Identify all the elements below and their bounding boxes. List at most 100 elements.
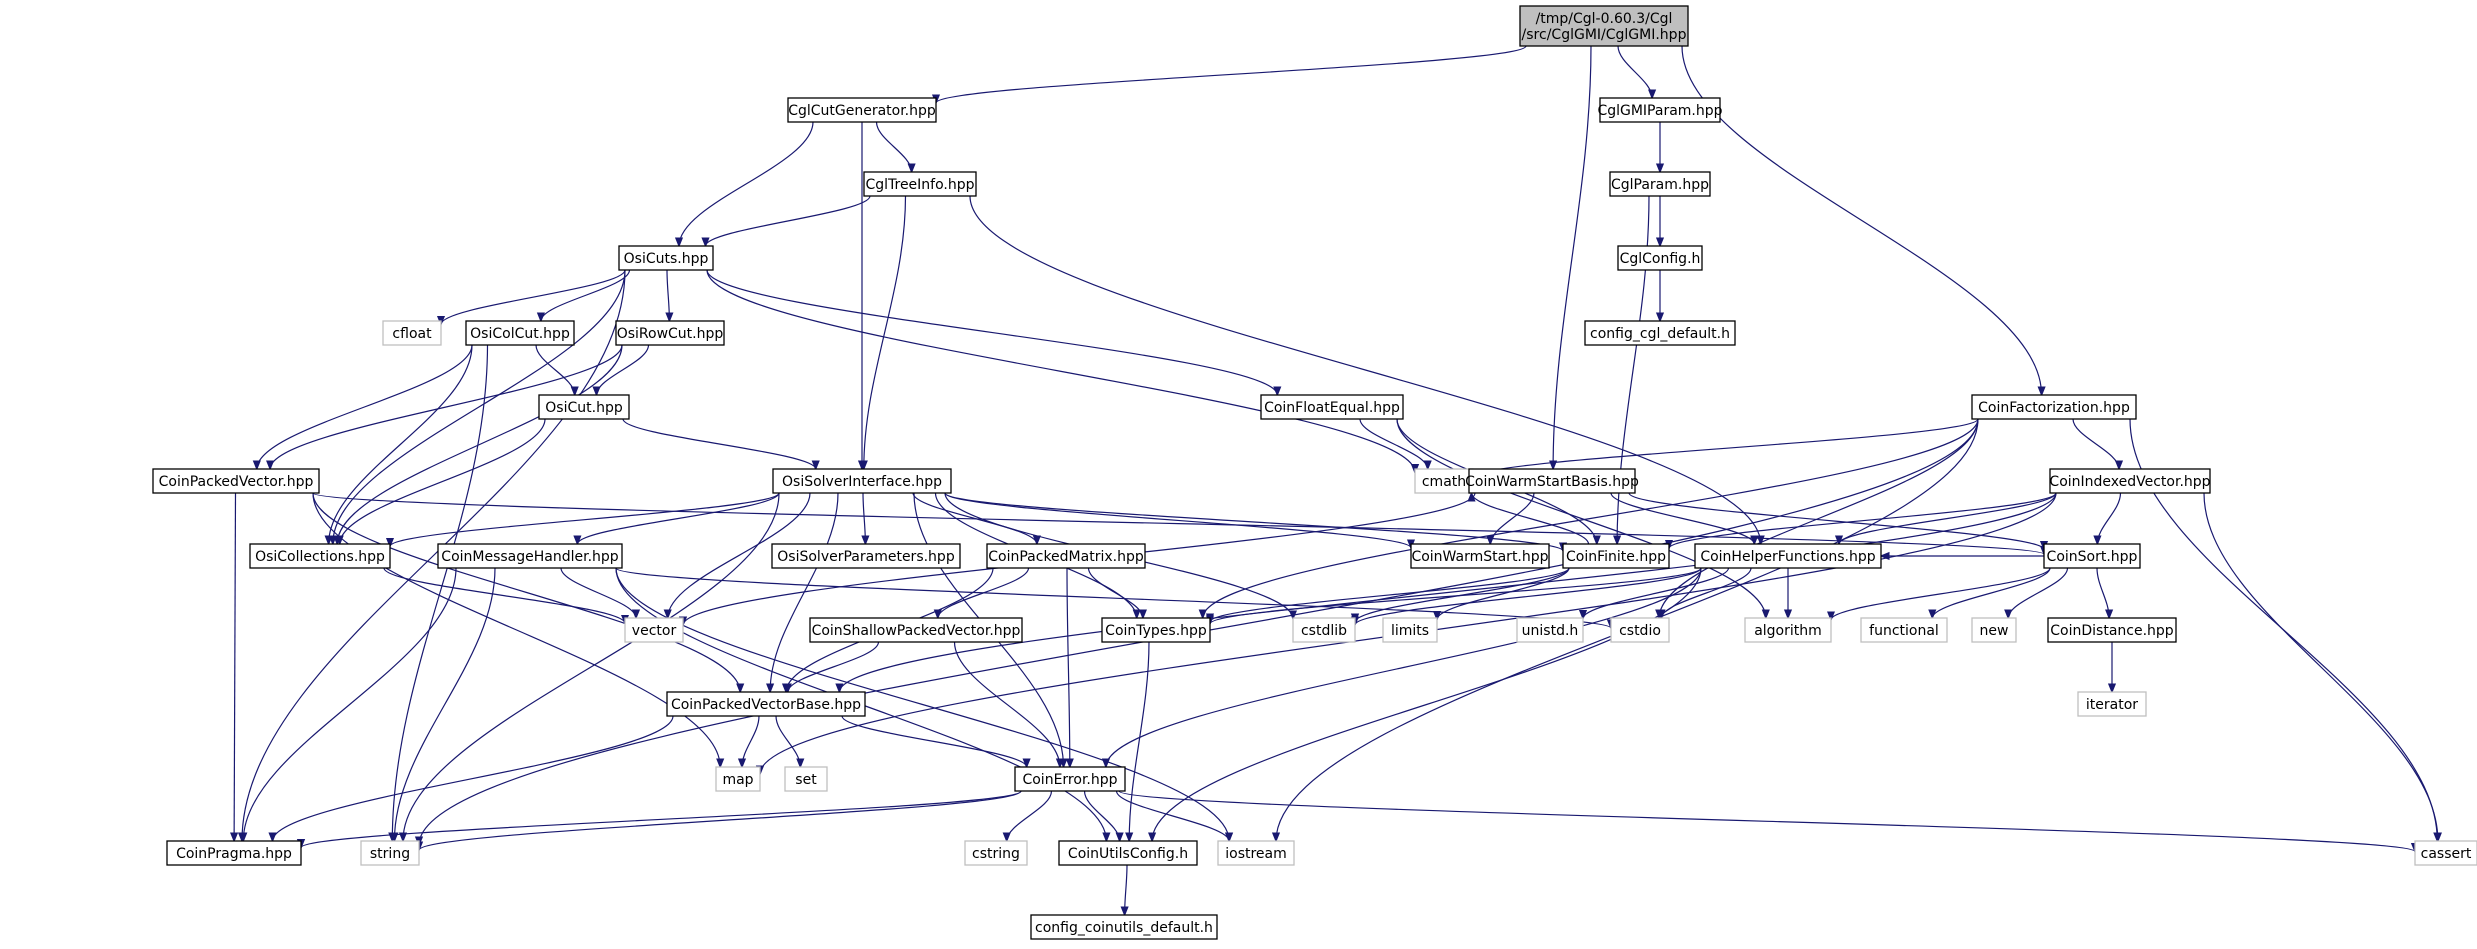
node-coin-utils-config[interactable]: CoinUtilsConfig.h xyxy=(1058,840,1198,866)
node-box xyxy=(771,543,961,569)
node-label: OsiCuts.hpp xyxy=(624,251,709,267)
node-osi-cut[interactable]: OsiCut.hpp xyxy=(538,394,630,420)
node-label: map xyxy=(722,772,753,788)
edge-coin-factorization-to-cstdio xyxy=(1659,418,1979,618)
node-iostream: iostream xyxy=(1217,840,1295,866)
edge-cgl-tree-info-to-osi-cuts xyxy=(706,195,871,246)
node-box xyxy=(1617,245,1703,271)
node-label: CoinIndexedVector.hpp xyxy=(2049,474,2210,490)
node-cstdio: cstdio xyxy=(1610,617,1670,643)
node-coin-types[interactable]: CoinTypes.hpp xyxy=(1101,617,1211,643)
node-osi-col-cut[interactable]: OsiColCut.hpp xyxy=(465,320,575,346)
node-box xyxy=(715,766,761,792)
node-cgl-param[interactable]: CglParam.hpp xyxy=(1609,171,1711,197)
node-box xyxy=(615,320,725,346)
node-config-coinutils-default[interactable]: config_coinutils_default.h xyxy=(1030,914,1218,940)
edge-coin-utils-config-to-config-coinutils-default xyxy=(1125,864,1127,915)
node-label: algorithm xyxy=(1754,623,1822,639)
edge-osi-col-cut-to-osi-cut xyxy=(535,344,575,395)
node-box xyxy=(1382,617,1438,643)
node-label: new xyxy=(1980,623,2009,639)
node-box xyxy=(787,97,937,123)
node-box xyxy=(809,617,1023,643)
node-osi-solver-interface[interactable]: OsiSolverInterface.hpp xyxy=(772,468,952,494)
node-coin-factorization[interactable]: CoinFactorization.hpp xyxy=(1971,394,2137,420)
edge-coin-types-to-coin-utils-config xyxy=(1129,641,1150,841)
edge-coin-finite-to-cstdlib xyxy=(1355,567,1570,622)
node-osi-cuts[interactable]: OsiCuts.hpp xyxy=(618,245,714,271)
node-coin-shallow-packed-vector[interactable]: CoinShallowPackedVector.hpp xyxy=(809,617,1023,643)
node-label: CoinHelperFunctions.hpp xyxy=(1700,549,1875,565)
edge-root-to-cgl-cut-generator xyxy=(936,45,1527,103)
edge-coin-packed-matrix-to-coin-error xyxy=(1067,567,1070,767)
edge-coin-factorization-to-coin-indexed-vector xyxy=(2072,418,2119,469)
node-box xyxy=(1610,617,1670,643)
node-label: CoinMessageHandler.hpp xyxy=(441,549,619,565)
node-box xyxy=(618,245,714,271)
node-osi-row-cut[interactable]: OsiRowCut.hpp xyxy=(615,320,725,346)
node-coin-finite[interactable]: CoinFinite.hpp xyxy=(1562,543,1670,569)
node-cgl-cut-generator[interactable]: CglCutGenerator.hpp xyxy=(787,97,937,123)
node-box xyxy=(1516,617,1584,643)
node-box xyxy=(1410,543,1550,569)
node-coin-helper-functions[interactable]: CoinHelperFunctions.hpp xyxy=(1694,543,1882,569)
node-label: set xyxy=(795,772,817,788)
node-label: CoinFloatEqual.hpp xyxy=(1264,400,1400,416)
node-osi-collections[interactable]: OsiCollections.hpp xyxy=(249,543,391,569)
node-label: config_coinutils_default.h xyxy=(1035,920,1213,936)
node-label: limits xyxy=(1391,623,1429,639)
edge-coin-helper-functions-to-coin-error xyxy=(1106,567,1702,767)
node-coin-packed-matrix[interactable]: CoinPackedMatrix.hpp xyxy=(986,543,1146,569)
edge-root-to-cgl-gmiparam xyxy=(1617,45,1652,98)
node-cgl-gmiparam[interactable]: CglGMIParam.hpp xyxy=(1597,97,1723,123)
edge-osi-cuts-to-coin-pragma xyxy=(242,269,626,841)
node-cgl-tree-info[interactable]: CglTreeInfo.hpp xyxy=(863,171,977,197)
node-label: CglConfig.h xyxy=(1620,251,1701,267)
edge-coin-warm-start-basis-to-coin-warm-start xyxy=(1490,492,1535,544)
node-box xyxy=(2414,840,2477,866)
node-set: set xyxy=(784,766,828,792)
edge-coin-helper-functions-to-cstdio xyxy=(1662,567,1752,618)
node-coin-packed-vector-base[interactable]: CoinPackedVectorBase.hpp xyxy=(666,691,866,717)
node-coin-sort[interactable]: CoinSort.hpp xyxy=(2043,543,2141,569)
node-cstdlib: cstdlib xyxy=(1292,617,1356,643)
node-box xyxy=(1468,468,1636,494)
node-label: OsiSolverParameters.hpp xyxy=(777,549,955,565)
edge-osi-cuts-to-cmath xyxy=(706,269,1415,473)
node-coin-error[interactable]: CoinError.hpp xyxy=(1014,766,1126,792)
node-coin-indexed-vector[interactable]: CoinIndexedVector.hpp xyxy=(2049,468,2211,494)
node-label: unistd.h xyxy=(1522,623,1579,639)
node-map: map xyxy=(715,766,761,792)
node-cmath: cmath xyxy=(1414,468,1474,494)
edge-coin-error-to-cstring xyxy=(1007,790,1053,841)
node-coin-pragma[interactable]: CoinPragma.hpp xyxy=(166,840,302,866)
node-label: CoinTypes.hpp xyxy=(1105,623,1207,639)
node-box xyxy=(1519,5,1689,47)
node-unistd: unistd.h xyxy=(1516,617,1584,643)
node-coin-distance[interactable]: CoinDistance.hpp xyxy=(2047,617,2177,643)
node-label: cassert xyxy=(2421,846,2472,862)
node-root[interactable]: /tmp/Cgl-0.60.3/Cgl/src/CglGMI/CglGMI.hp… xyxy=(1519,5,1689,47)
node-coin-warm-start[interactable]: CoinWarmStart.hpp xyxy=(1410,543,1550,569)
node-label: cmath xyxy=(1422,474,1466,490)
node-box xyxy=(249,543,391,569)
node-label: CoinPackedMatrix.hpp xyxy=(988,549,1144,565)
node-box xyxy=(964,840,1028,866)
node-label: CglParam.hpp xyxy=(1611,177,1709,193)
node-coin-packed-vector[interactable]: CoinPackedVector.hpp xyxy=(152,468,320,494)
node-config-cgl-default[interactable]: config_cgl_default.h xyxy=(1584,320,1736,346)
node-box xyxy=(1971,617,2017,643)
node-coin-warm-start-basis[interactable]: CoinWarmStartBasis.hpp xyxy=(1465,468,1639,494)
node-osi-solver-parameters[interactable]: OsiSolverParameters.hpp xyxy=(771,543,961,569)
edge-coin-indexed-vector-to-coin-finite xyxy=(1669,492,2057,549)
node-label: OsiRowCut.hpp xyxy=(617,326,724,342)
node-box xyxy=(1414,468,1474,494)
node-box xyxy=(1599,97,1721,123)
node-box xyxy=(1014,766,1126,792)
node-label: cstdlib xyxy=(1301,623,1347,639)
node-coin-float-equal[interactable]: CoinFloatEqual.hpp xyxy=(1260,394,1404,420)
node-box xyxy=(784,766,828,792)
node-coin-message-handler[interactable]: CoinMessageHandler.hpp xyxy=(437,543,623,569)
node-cgl-config[interactable]: CglConfig.h xyxy=(1617,245,1703,271)
